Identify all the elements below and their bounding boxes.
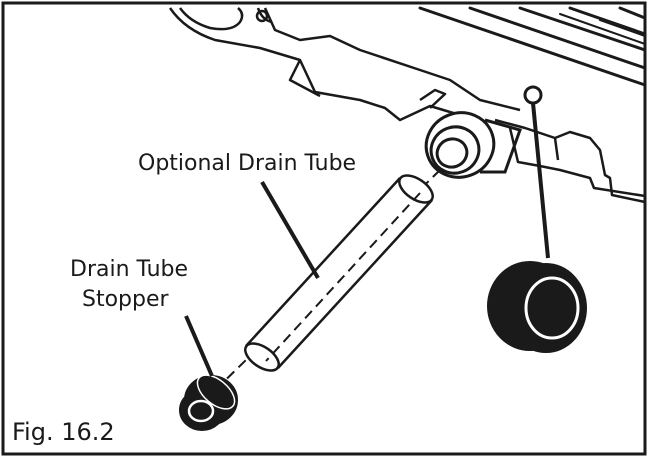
drain-port-fitting	[424, 111, 522, 179]
machine-top-edge	[418, 6, 647, 87]
chained-stopper	[487, 85, 587, 353]
machine-frame	[168, 7, 646, 204]
figure-caption: Fig. 16.2	[12, 418, 115, 446]
leader-line-drain-tube	[260, 180, 320, 280]
leader-line-stopper	[184, 315, 214, 377]
label-drain-tube-stopper-line2: Stopper	[82, 287, 170, 312]
drain-tube-stopper	[179, 374, 238, 431]
label-drain-tube-stopper-line1: Drain Tube	[70, 257, 188, 282]
optional-drain-tube	[244, 174, 434, 372]
label-optional-drain-tube: Optional Drain Tube	[138, 151, 356, 176]
